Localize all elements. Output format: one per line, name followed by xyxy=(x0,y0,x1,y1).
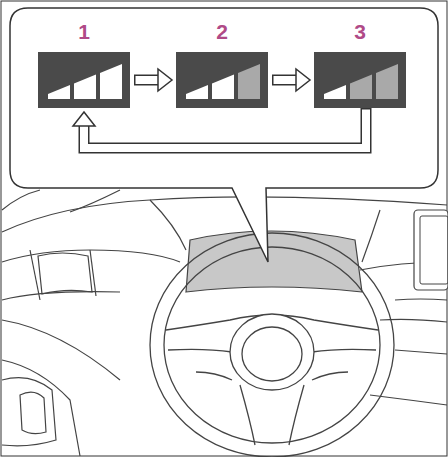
arrow-outline xyxy=(272,75,297,86)
step-number: 3 xyxy=(314,19,406,45)
step-number: 1 xyxy=(38,19,130,45)
signal-bar xyxy=(100,64,122,99)
arrow-outline xyxy=(84,108,366,148)
icon-ground xyxy=(176,52,268,108)
door-trim xyxy=(2,378,56,446)
signal-bar xyxy=(324,85,346,99)
icon-body xyxy=(176,52,268,108)
signal-bar-icon: 1 xyxy=(38,52,130,108)
signal-bar xyxy=(376,64,398,99)
hollow-arrow xyxy=(73,108,366,148)
signal-bar-icon: 3 xyxy=(314,52,406,108)
signal-bar xyxy=(48,85,70,99)
arrow-head xyxy=(73,112,95,126)
hollow-arrow xyxy=(272,69,310,91)
dashboard xyxy=(2,190,447,456)
signal-bar xyxy=(350,75,372,99)
callout-bubble xyxy=(10,8,438,262)
screen-inner xyxy=(420,216,448,284)
signal-bar xyxy=(212,75,234,99)
center-screen xyxy=(414,210,448,290)
steering-wheel xyxy=(150,233,394,457)
arrow-outline xyxy=(134,75,159,86)
step-number: 2 xyxy=(176,19,268,45)
arrow-head xyxy=(158,69,172,91)
signal-bar-icon: 2 xyxy=(176,52,268,108)
arrow-head xyxy=(296,69,310,91)
signal-bar xyxy=(186,85,208,99)
icon-body xyxy=(314,52,406,108)
hollow-arrow xyxy=(134,69,172,91)
door-handle xyxy=(20,392,46,433)
arrow-fill xyxy=(84,110,366,149)
icon-ground xyxy=(314,52,406,108)
icon-ground xyxy=(38,52,130,108)
arrow-fill xyxy=(136,76,160,84)
arrow-fill xyxy=(274,76,298,84)
icon-body xyxy=(38,52,130,108)
instrument-cluster xyxy=(186,231,362,292)
signal-bar xyxy=(238,64,260,99)
signal-bar xyxy=(74,75,96,99)
